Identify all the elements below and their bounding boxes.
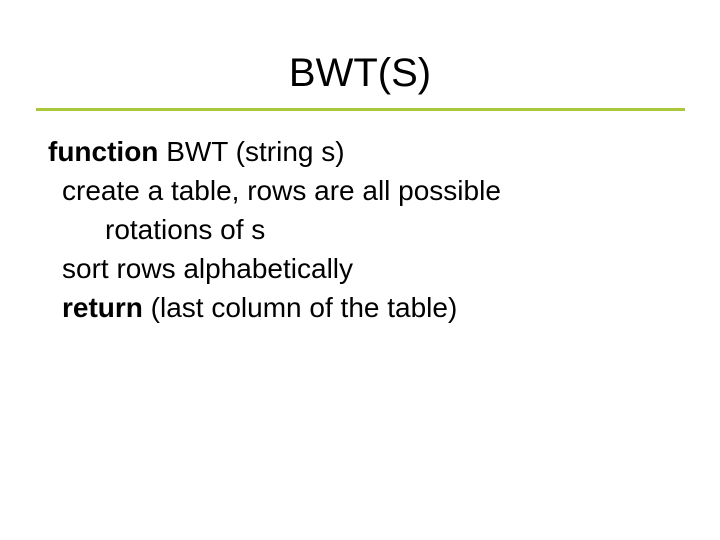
code-text: sort rows alphabetically <box>62 253 354 284</box>
code-line: return (last column of the table) <box>62 288 688 327</box>
code-keyword: function <box>48 136 159 167</box>
page-title: BWT(S) <box>288 51 432 95</box>
code-keyword: return <box>62 292 143 323</box>
title-divider-rule <box>36 108 685 111</box>
code-line: function BWT (string s) <box>48 132 688 171</box>
code-line: sort rows alphabetically <box>62 249 688 288</box>
code-text: create a table, rows are all possible <box>62 175 501 206</box>
code-line-continuation: rotations of s <box>105 210 688 249</box>
code-text: (last column of the table) <box>142 292 458 323</box>
code-line: create a table, rows are all possible <box>62 171 688 210</box>
code-text: BWT (string s) <box>158 136 345 167</box>
code-text: rotations of s <box>105 214 266 245</box>
pseudocode-block: function BWT (string s) create a table, … <box>48 132 688 327</box>
